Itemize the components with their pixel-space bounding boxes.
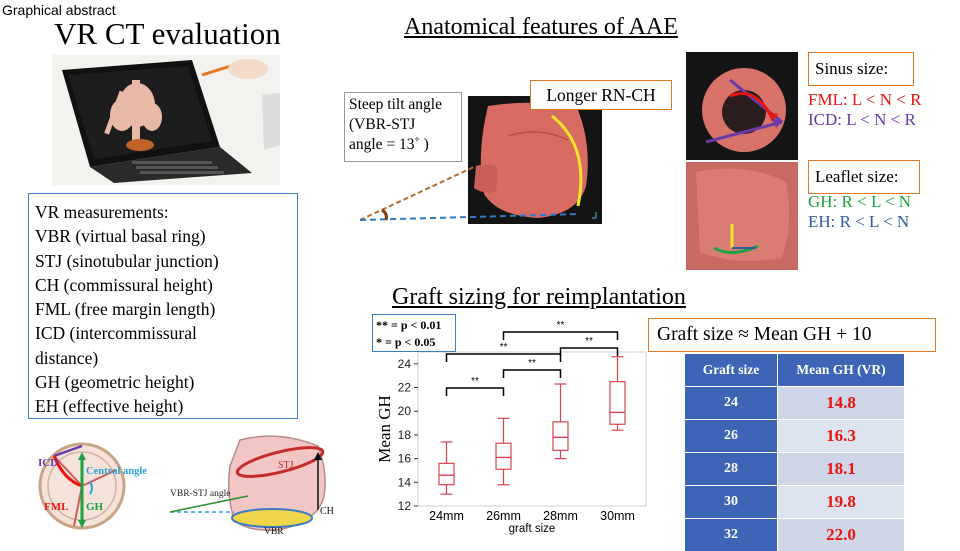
table-cell-mean-gh: 16.3 [778, 419, 905, 452]
box-iqr [495, 442, 512, 470]
sinus-icd-relation: ICD: L < N < R [808, 110, 916, 129]
y-tick-label: 20 [398, 404, 412, 418]
table-cell-graft-size: 30 [685, 485, 778, 518]
box-iqr [552, 421, 569, 451]
y-tick-label: 12 [398, 499, 412, 513]
table-cell-graft-size: 24 [685, 386, 778, 419]
table-cell-graft-size: 26 [685, 419, 778, 452]
measurement-item: GH (geometric height) [35, 372, 195, 393]
x-tick-label: 24mm [429, 509, 464, 523]
table-header-mean-gh: Mean GH (VR) [778, 354, 905, 386]
leaflet-gh-relation: GH: R < L < N [808, 192, 912, 211]
vr-measurements-box: VR measurements: VBR (virtual basal ring… [28, 193, 298, 419]
icd-label: ICD [38, 457, 58, 469]
measurement-item: CH (commissural height) [35, 274, 213, 295]
table-cell-mean-gh: 22.0 [778, 518, 905, 551]
x-tick-label: 28mm [543, 509, 578, 523]
significance-label: ** [528, 358, 536, 369]
legend-line-p001: ** = p < 0.01 [376, 318, 442, 332]
significance-label: ** [557, 320, 565, 331]
anatomical-features-title: Anatomical features of AAE [404, 14, 678, 40]
x-axis-label: graft size [509, 523, 556, 535]
sinus-ct-image [686, 52, 798, 160]
measurement-item: FML (free margin length) [35, 299, 216, 320]
graphical-abstract-label: Graphical abstract [2, 2, 116, 18]
tilt-angle-lines [359, 165, 581, 221]
measurement-item: distance) [35, 347, 99, 368]
significance-label: ** [500, 342, 508, 353]
table-header-row: Graft size Mean GH (VR) [685, 354, 905, 386]
graft-size-formula: Graft size ≈ Mean GH + 10 [648, 318, 936, 352]
x-tick-label: 26mm [486, 509, 521, 523]
significance-label: ** [471, 376, 479, 387]
significance-bracket [502, 331, 619, 340]
x-tick-label: 30mm [600, 509, 635, 523]
graft-sizing-title: Graft sizing for reimplantation [392, 284, 686, 310]
significance-bracket [502, 369, 562, 378]
measurement-item: VBR (virtual basal ring) [35, 226, 206, 247]
tilt-line: (VBR-STJ [349, 116, 416, 133]
y-tick-label: 14 [398, 475, 412, 489]
sinus-size-label: Sinus size: [808, 52, 914, 86]
significance-legend: ** = p < 0.01 * = p < 0.05 [372, 314, 456, 352]
vr-laptop-image [52, 55, 280, 185]
tilt-line: angle = 13˚ ) [349, 136, 429, 153]
measurements-heading: VR measurements: [35, 202, 169, 222]
table-header-graft-size: Graft size [685, 354, 778, 386]
vbr-label: VBR [264, 527, 284, 536]
steep-tilt-angle-label: Steep tilt angle (VBR-STJ angle = 13˚ ) [344, 92, 462, 162]
y-tick-label: 18 [398, 428, 412, 442]
significance-bracket [445, 387, 505, 396]
significance-bracket [445, 353, 562, 362]
box-iqr [609, 381, 626, 425]
longer-rnch-label: Longer RN-CH [530, 80, 672, 110]
table-cell-mean-gh: 18.1 [778, 452, 905, 485]
plot-frame [417, 351, 647, 507]
tilt-line: Steep tilt angle [349, 96, 442, 113]
sinus-fml-relation: FML: L < N < R [808, 90, 922, 109]
significance-label: ** [585, 336, 593, 347]
aortic-root-diagram: STJ VBR-STJ angle CH VBR [169, 435, 334, 536]
box-iqr [438, 462, 455, 486]
measurement-item: ICD (intercommissural [35, 323, 197, 344]
y-tick-label: 16 [398, 452, 412, 466]
y-tick-label: 24 [398, 357, 412, 371]
valve-schematic-diagram: ICD Central angle FML GH [38, 442, 147, 530]
table-cell-graft-size: 28 [685, 452, 778, 485]
stj-label: STJ [278, 460, 294, 471]
aae-ct-render-image [468, 96, 602, 224]
table-cell-mean-gh: 19.8 [778, 485, 905, 518]
central-angle-label: Central angle [86, 466, 147, 477]
measurement-item: EH (effective height) [35, 396, 184, 417]
leaflet-size-label: Leaflet size: [808, 160, 920, 194]
significance-bracket [559, 347, 619, 356]
table-cell-mean-gh: 14.8 [778, 386, 905, 419]
legend-line-p005: * = p < 0.05 [376, 335, 436, 349]
gh-label: GH [86, 501, 104, 513]
ch-label: CH [320, 506, 334, 517]
table-cell-graft-size: 32 [685, 518, 778, 551]
leaflet-ct-image [686, 162, 798, 270]
vbr-stj-angle-label: VBR-STJ angle [170, 489, 230, 499]
fml-label: FML [44, 501, 68, 513]
y-tick-label: 22 [398, 381, 412, 395]
y-axis-label: Mean GH [375, 395, 394, 463]
measurement-item: STJ (sinotubular junction) [35, 250, 219, 271]
leaflet-eh-relation: EH: R < L < N [808, 212, 910, 231]
vr-ct-title: VR CT evaluation [54, 16, 281, 51]
